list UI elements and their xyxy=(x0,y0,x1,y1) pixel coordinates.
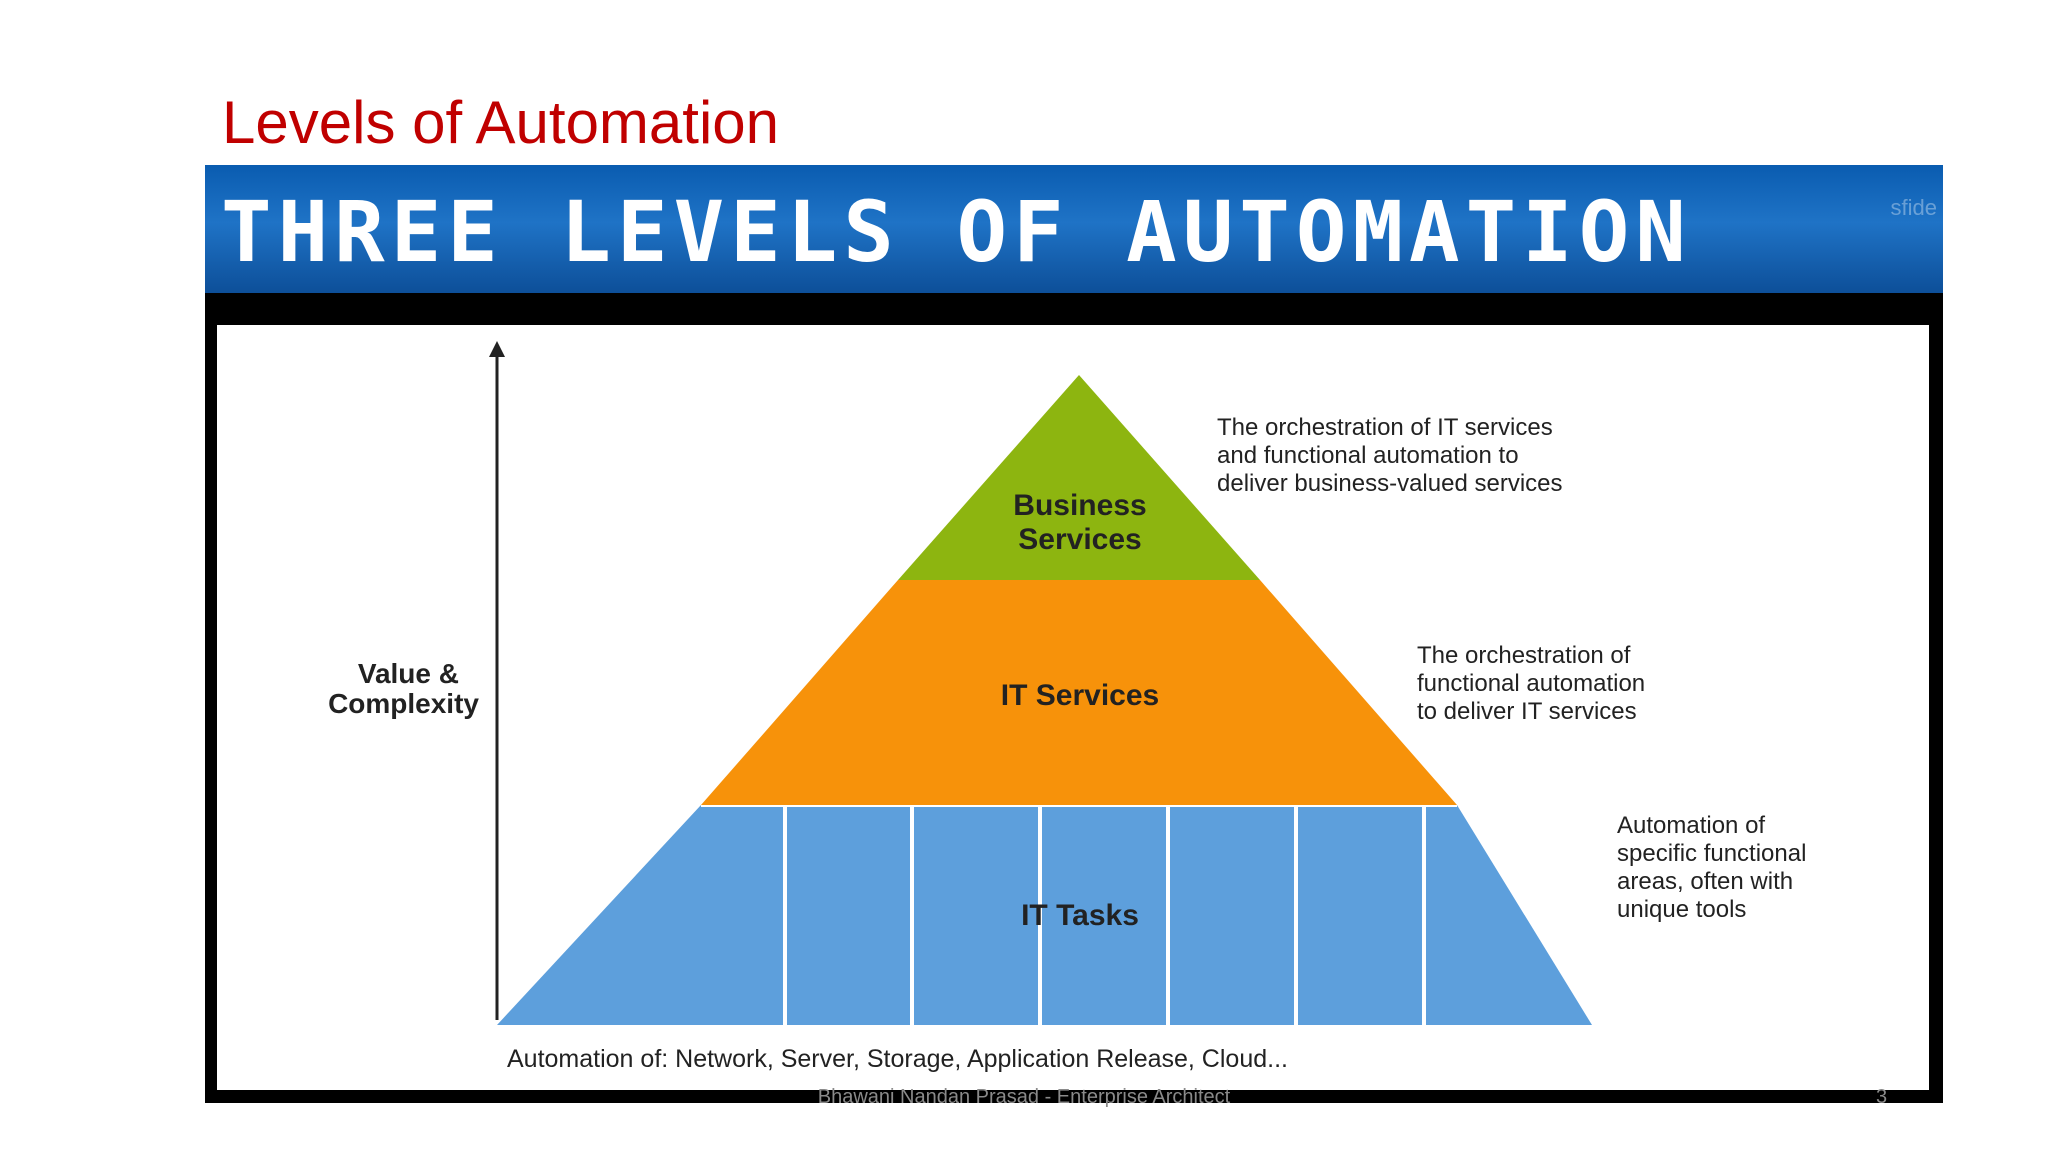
business-services-description-line2: and functional automation to xyxy=(1217,442,1519,469)
it-tasks-description-line2: specific functional xyxy=(1617,840,1806,867)
axis-label-line1: Value & xyxy=(358,658,459,689)
level-it-services-shape xyxy=(701,580,1457,805)
automation-figure: THREE LEVELS OF AUTOMATION sfide Value &… xyxy=(205,165,1943,1103)
level-it-tasks-shape xyxy=(497,805,1592,1025)
slide-title: Levels of Automation xyxy=(222,89,780,156)
page-number: 3 xyxy=(1876,1086,1888,1108)
banner-title: THREE LEVELS OF AUTOMATION xyxy=(221,183,1692,281)
level-it-tasks-label: IT Tasks xyxy=(1021,899,1139,932)
value-axis-arrowhead xyxy=(489,341,505,357)
it-services-description-line2: functional automation xyxy=(1417,670,1645,697)
diagram-panel: Value & Complexity Business Services IT … xyxy=(217,325,1929,1090)
pyramid-diagram: Value & Complexity Business Services IT … xyxy=(328,341,1806,1073)
watermark: sfide xyxy=(1890,195,1937,220)
axis-label-line2: Complexity xyxy=(328,688,479,719)
footer-text: Bhawani Nandan Prasad - Enterprise Archi… xyxy=(817,1086,1231,1108)
business-services-description-line3: deliver business-valued services xyxy=(1217,470,1563,497)
it-tasks-description-line3: areas, often with xyxy=(1617,868,1793,895)
business-services-description-line1: The orchestration of IT services xyxy=(1217,414,1553,441)
level-business-services-label-line2: Services xyxy=(1018,523,1141,556)
it-tasks-description-line4: unique tools xyxy=(1617,896,1746,923)
figure-banner: THREE LEVELS OF AUTOMATION sfide xyxy=(205,165,1943,293)
level-business-services-label-line1: Business xyxy=(1013,489,1146,522)
it-tasks-description-line1: Automation of xyxy=(1617,812,1765,839)
it-services-description-line1: The orchestration of xyxy=(1417,642,1631,669)
bottom-caption: Automation of: Network, Server, Storage,… xyxy=(507,1045,1288,1073)
level-it-services-label: IT Services xyxy=(1001,679,1159,712)
it-services-description-line3: to deliver IT services xyxy=(1417,698,1637,725)
level-business-services-shape xyxy=(898,375,1260,580)
